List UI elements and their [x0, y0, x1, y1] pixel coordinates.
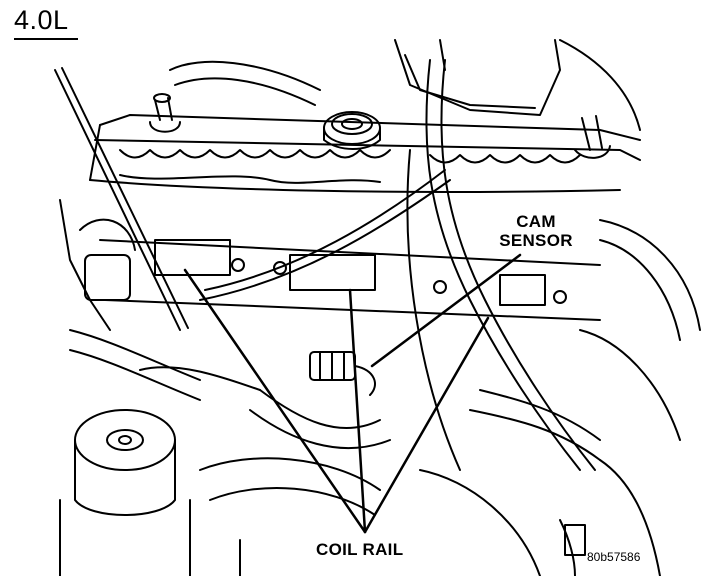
engine-size-label: 4.0L — [14, 5, 69, 35]
cam-sensor-leader — [370, 253, 522, 368]
coil-rail-callout: COIL RAIL — [314, 540, 406, 559]
pcv-fittings — [149, 93, 611, 159]
oil-filler-cap — [323, 111, 381, 150]
engine-label-underline — [14, 38, 78, 40]
cam-sensor-callout-line2: SENSOR — [499, 231, 573, 250]
lower-hoses — [249, 389, 601, 461]
cam-sensor-connector — [309, 351, 376, 396]
cam-sensor-callout: CAM SENSOR — [488, 212, 584, 250]
brake-reservoir — [59, 409, 191, 576]
upper-hoses — [169, 39, 641, 131]
wiring-harness-left — [59, 199, 261, 401]
coil-rail-leaders — [183, 268, 490, 534]
intake-manifold — [99, 239, 601, 321]
valve-cover — [89, 114, 641, 193]
right-side-components — [579, 219, 701, 576]
dipstick-tube — [54, 67, 189, 331]
lower-assembly — [199, 457, 586, 576]
fuel-lines — [199, 59, 596, 471]
figure-id: 80b57586 — [586, 550, 642, 564]
hood-panel — [394, 39, 561, 116]
cam-sensor-callout-line1: CAM — [516, 212, 556, 231]
